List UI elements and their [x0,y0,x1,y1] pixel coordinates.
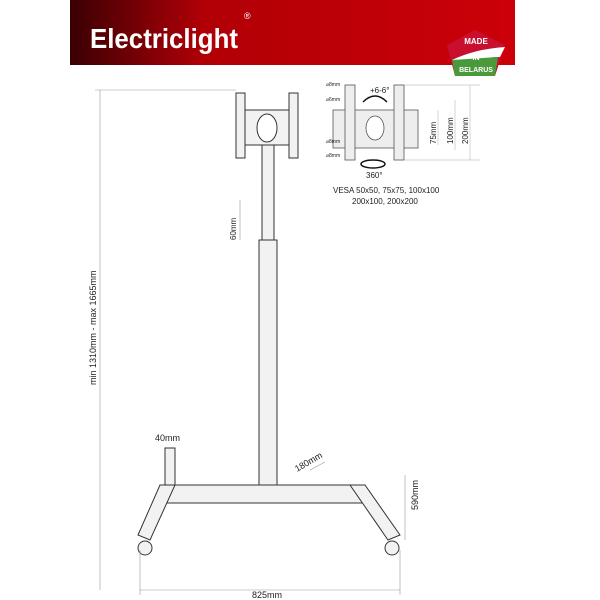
header-banner [70,0,515,65]
wheel-right [384,540,400,556]
lower-pole [258,239,278,486]
step-dimension: 60mm [229,217,238,240]
width-dimension: 825mm [252,590,282,600]
vesa-line1: VESA 50x50, 75x75, 100x100 [333,186,440,195]
height-dimension: min 1310mm - max 1665mm [88,270,98,385]
made-in-belarus-badge: MADE IN BELARUS [447,30,505,76]
vesa-dim: 200mm [461,117,470,144]
hole-label: ⌀8mm [326,139,340,145]
badge-line3: BELARUS [459,67,493,74]
vesa-dim: 100mm [446,117,455,144]
tilt-arrow-icon [362,95,388,103]
vesa-dim: 75mm [429,121,438,144]
tilt-label: +6-6° [370,86,389,95]
rotate-arrow-icon [360,159,386,169]
upper-pole [261,144,275,241]
post-40mm [164,447,176,486]
dimension-lines [95,89,406,595]
hole-label: ⌀8mm [326,153,340,159]
badge-line2: IN [473,55,480,62]
logo-text: Electriclight [90,23,238,54]
badge-line1: MADE [464,37,488,46]
stand [137,92,401,556]
brand-logo: Electriclight ® [90,11,251,54]
base-bar [159,484,366,504]
mount-rail-left [235,92,246,159]
mount-detail: ⌀8mm ⌀6mm ⌀8mm ⌀8mm +6-6° 360° 75mm 100m… [326,82,480,206]
post-dimension: 40mm [155,433,180,443]
pole-dimension: 180mm [293,450,324,474]
registered-mark: ® [244,11,251,21]
base-leg-left [137,484,176,541]
vesa-line2: 200x100, 200x200 [352,197,418,206]
hole-label: ⌀8mm [326,82,340,88]
wheel-left [137,540,153,556]
depth-dimension: 590mm [410,480,420,510]
hole-label: ⌀6mm [326,97,340,103]
mount-rail-right [288,92,299,159]
base-leg-right [349,484,401,541]
rotation-label: 360° [366,171,383,180]
